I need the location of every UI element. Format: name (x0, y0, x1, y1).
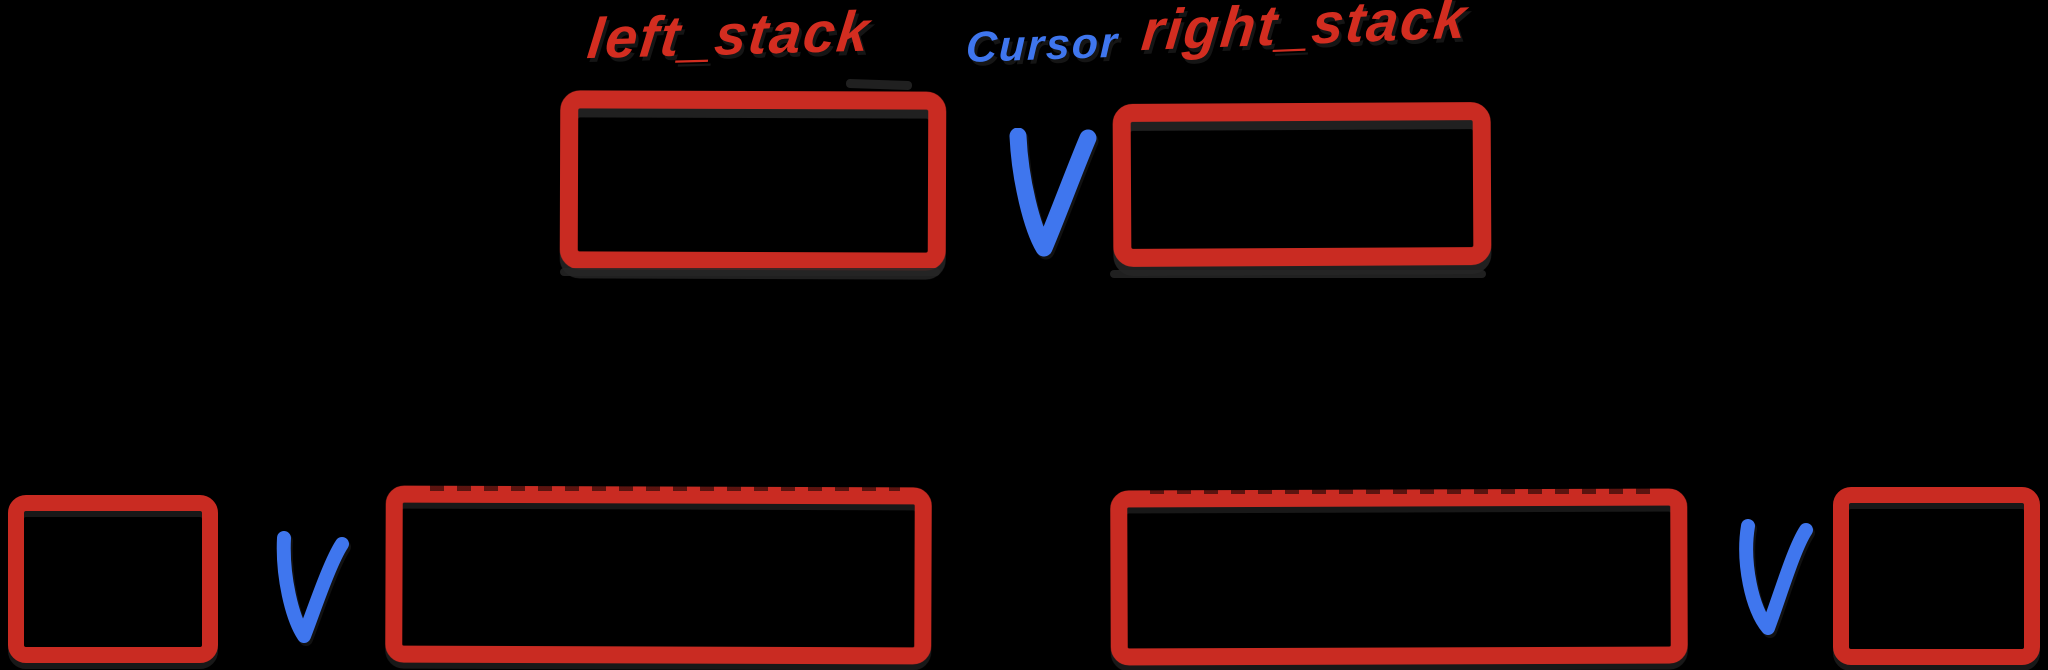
bottom-wide-left-box[interactable] (385, 485, 933, 665)
left-stack-box[interactable] (559, 90, 947, 271)
bottom-small-right-box[interactable] (1833, 487, 2040, 665)
ghost-stroke (1150, 487, 1660, 494)
right-stack-box[interactable] (1112, 102, 1492, 267)
ghost-stroke (845, 78, 913, 91)
v-cursor-icon[interactable] (1736, 518, 1820, 640)
ghost-stroke (560, 268, 940, 276)
bottom-wide-right-box[interactable] (1110, 488, 1689, 666)
v-cursor-icon[interactable] (1008, 128, 1098, 260)
bottom-small-left-box[interactable] (8, 495, 218, 663)
cursor-label[interactable]: Cursor (965, 18, 1120, 73)
ghost-stroke (1110, 270, 1486, 278)
ghost-stroke (430, 484, 900, 491)
left-stack-label[interactable]: left_stack (584, 0, 875, 72)
right-stack-label[interactable]: right_stack (1138, 0, 1472, 64)
v-cursor-icon[interactable] (274, 528, 354, 648)
